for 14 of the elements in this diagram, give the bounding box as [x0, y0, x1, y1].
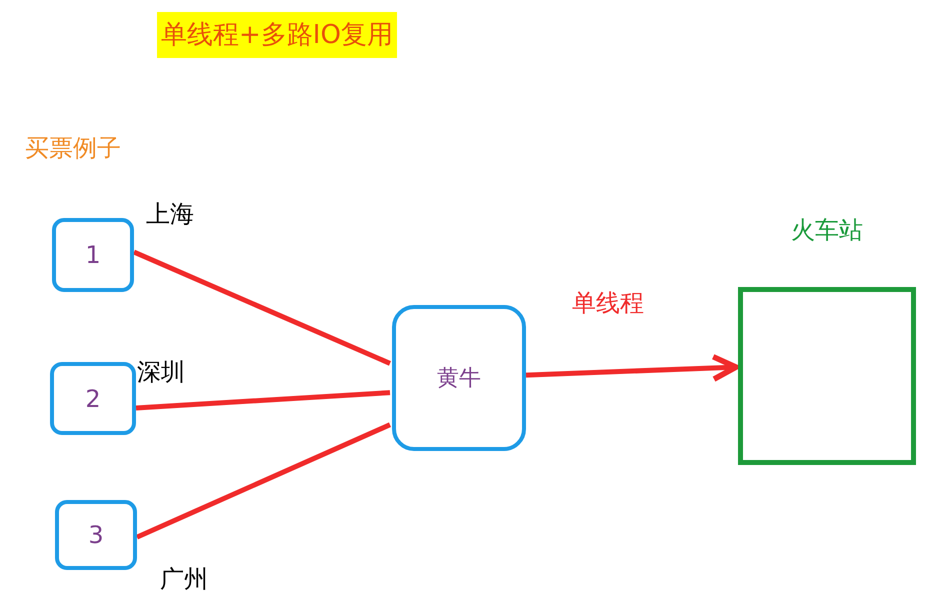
broker-box: 黄牛	[392, 305, 526, 451]
connector-line	[136, 422, 392, 540]
city-label: 广州	[160, 564, 208, 595]
title-banner: 单线程+多路IO复用	[157, 12, 397, 58]
connector-line	[136, 390, 390, 410]
arrow	[526, 354, 739, 382]
client-box: 2	[50, 362, 136, 435]
city-label: 上海	[146, 199, 194, 230]
city-label: 深圳	[137, 357, 185, 388]
station-label: 火车站	[790, 215, 864, 246]
client-box: 1	[52, 218, 134, 292]
heading-label: 买票例子	[25, 133, 121, 164]
connector-line	[133, 250, 391, 366]
client-box: 3	[55, 500, 137, 570]
